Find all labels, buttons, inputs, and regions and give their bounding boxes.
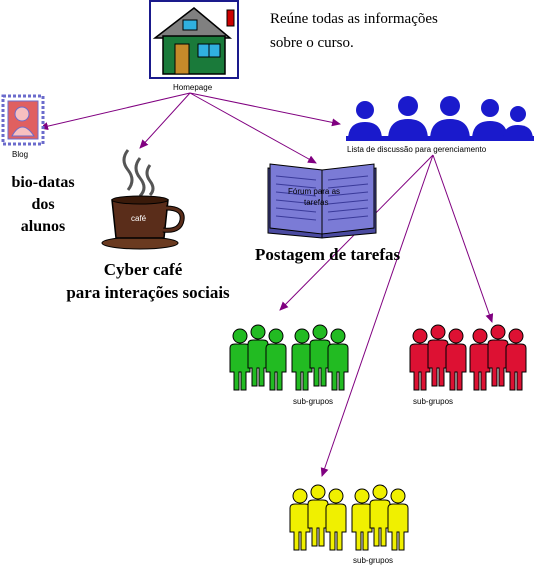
arrow-homepage-to-cafe <box>140 93 190 148</box>
coffee-cup-icon <box>102 150 182 249</box>
blog-caption-line2: dos <box>31 196 54 213</box>
mailing-list-node[interactable]: Lista de discussão para gerenciamento <box>346 96 534 154</box>
people-row-icon <box>346 96 534 141</box>
cafe-node[interactable]: café <box>102 150 182 249</box>
cup-label: café <box>131 214 147 223</box>
homepage-node[interactable]: Homepage <box>150 1 238 92</box>
homepage-note-line2: sobre o curso. <box>270 35 354 51</box>
arrow-homepage-to-list <box>190 93 340 124</box>
subgroup-yellow-label: sub-grupos <box>353 556 393 565</box>
people-group-icon <box>410 325 526 390</box>
subgroup-red-label: sub-grupos <box>413 397 453 406</box>
cafe-caption-line1: Cyber café <box>104 260 183 279</box>
subgroup-yellow-node[interactable]: sub-grupos <box>290 485 408 565</box>
homepage-label: Homepage <box>173 83 213 92</box>
blog-node[interactable]: Blog <box>3 96 43 159</box>
people-group-icon <box>230 325 348 390</box>
subgroup-green-label: sub-grupos <box>293 397 333 406</box>
stamp-icon <box>3 96 43 144</box>
blog-caption-line3: alunos <box>21 218 65 235</box>
arrow-homepage-to-forum <box>190 93 316 163</box>
subgroup-red-node[interactable]: sub-grupos <box>410 325 526 406</box>
forum-node[interactable]: Fórum para as tarefas <box>268 164 376 238</box>
forum-caption: Postagem de tarefas <box>255 245 400 264</box>
people-group-icon <box>290 485 408 550</box>
blog-label: Blog <box>12 150 28 159</box>
arrow-homepage-to-blog <box>40 93 190 128</box>
mailing-list-label: Lista de discussão para gerenciamento <box>347 145 487 154</box>
homepage-note-line1: Reúne todas as informações <box>270 11 438 27</box>
cafe-caption-line2: para interações sociais <box>66 283 230 302</box>
blog-caption-line1: bio-datas <box>11 174 74 191</box>
arrow-list-to-red <box>433 155 492 322</box>
forum-book-line2: tarefas <box>304 198 328 207</box>
forum-book-line1: Fórum para as <box>288 187 340 196</box>
subgroup-green-node[interactable]: sub-grupos <box>230 325 348 406</box>
